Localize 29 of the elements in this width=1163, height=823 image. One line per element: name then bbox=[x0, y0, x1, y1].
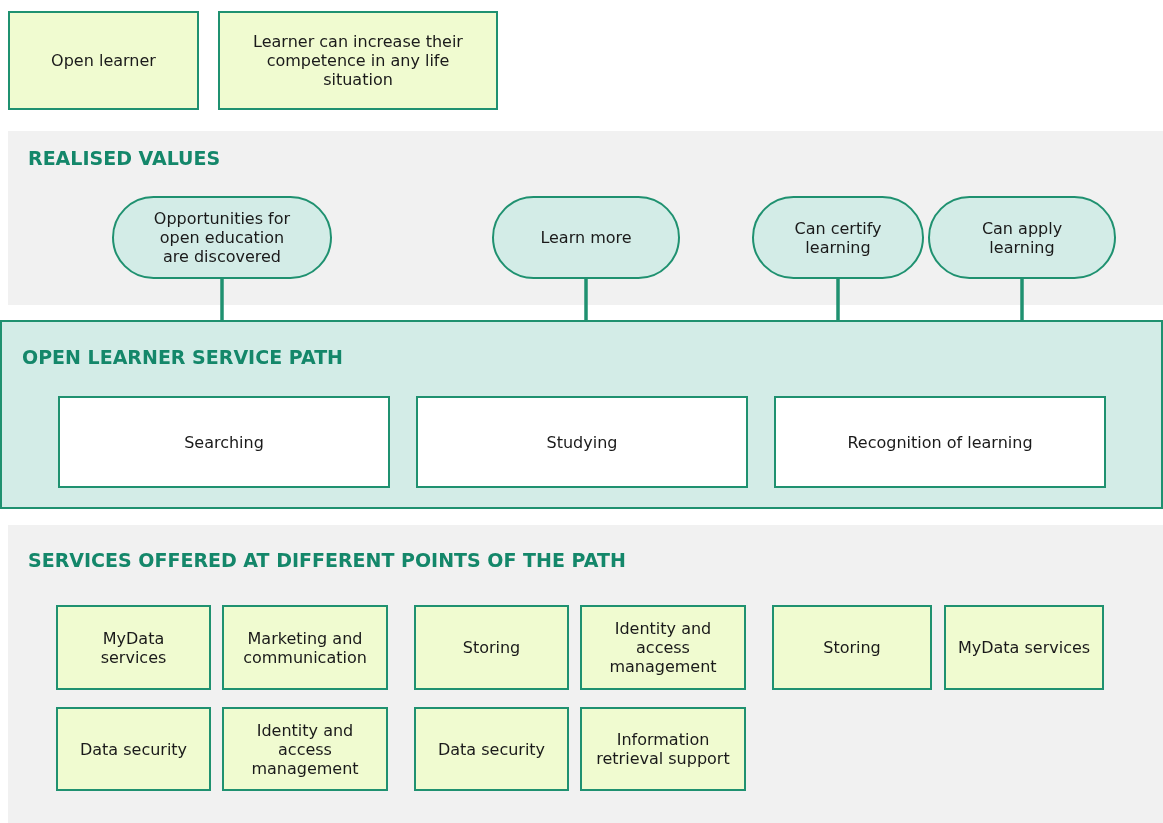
connector-line bbox=[836, 279, 840, 320]
connector-line bbox=[220, 279, 224, 320]
service-box: Data security bbox=[414, 707, 569, 791]
section-heading: OPEN LEARNER SERVICE PATH bbox=[22, 346, 343, 368]
path-step-box: Studying bbox=[416, 396, 748, 488]
path-step-box: Recognition of learning bbox=[774, 396, 1106, 488]
services-band bbox=[8, 525, 1163, 823]
value-pill: Can apply learning bbox=[928, 196, 1116, 279]
section-heading: REALISED VALUES bbox=[28, 147, 221, 169]
service-box: Information retrieval support bbox=[580, 707, 746, 791]
value-pill: Can certify learning bbox=[752, 196, 924, 279]
values-band bbox=[8, 131, 1163, 305]
service-box: Marketing and communication bbox=[222, 605, 388, 690]
service-box: MyData services bbox=[56, 605, 211, 690]
service-box: Data security bbox=[56, 707, 211, 791]
goal-box: Learner can increase their competence in any life situation bbox=[218, 11, 498, 110]
path-step-box: Searching bbox=[58, 396, 390, 488]
service-box: Identity and access management bbox=[580, 605, 746, 690]
goal-box: Open learner bbox=[8, 11, 199, 110]
connector-line bbox=[1020, 279, 1024, 320]
service-box: Identity and access management bbox=[222, 707, 388, 791]
value-pill: Learn more bbox=[492, 196, 680, 279]
connector-line bbox=[584, 279, 588, 320]
section-heading: SERVICES OFFERED AT DIFFERENT POINTS OF THE PATH bbox=[28, 549, 626, 571]
value-pill: Opportunities for open education are discovered bbox=[112, 196, 332, 279]
service-box: Storing bbox=[414, 605, 569, 690]
service-box: Storing bbox=[772, 605, 932, 690]
service-path-band bbox=[0, 320, 1163, 509]
service-box: MyData services bbox=[944, 605, 1104, 690]
